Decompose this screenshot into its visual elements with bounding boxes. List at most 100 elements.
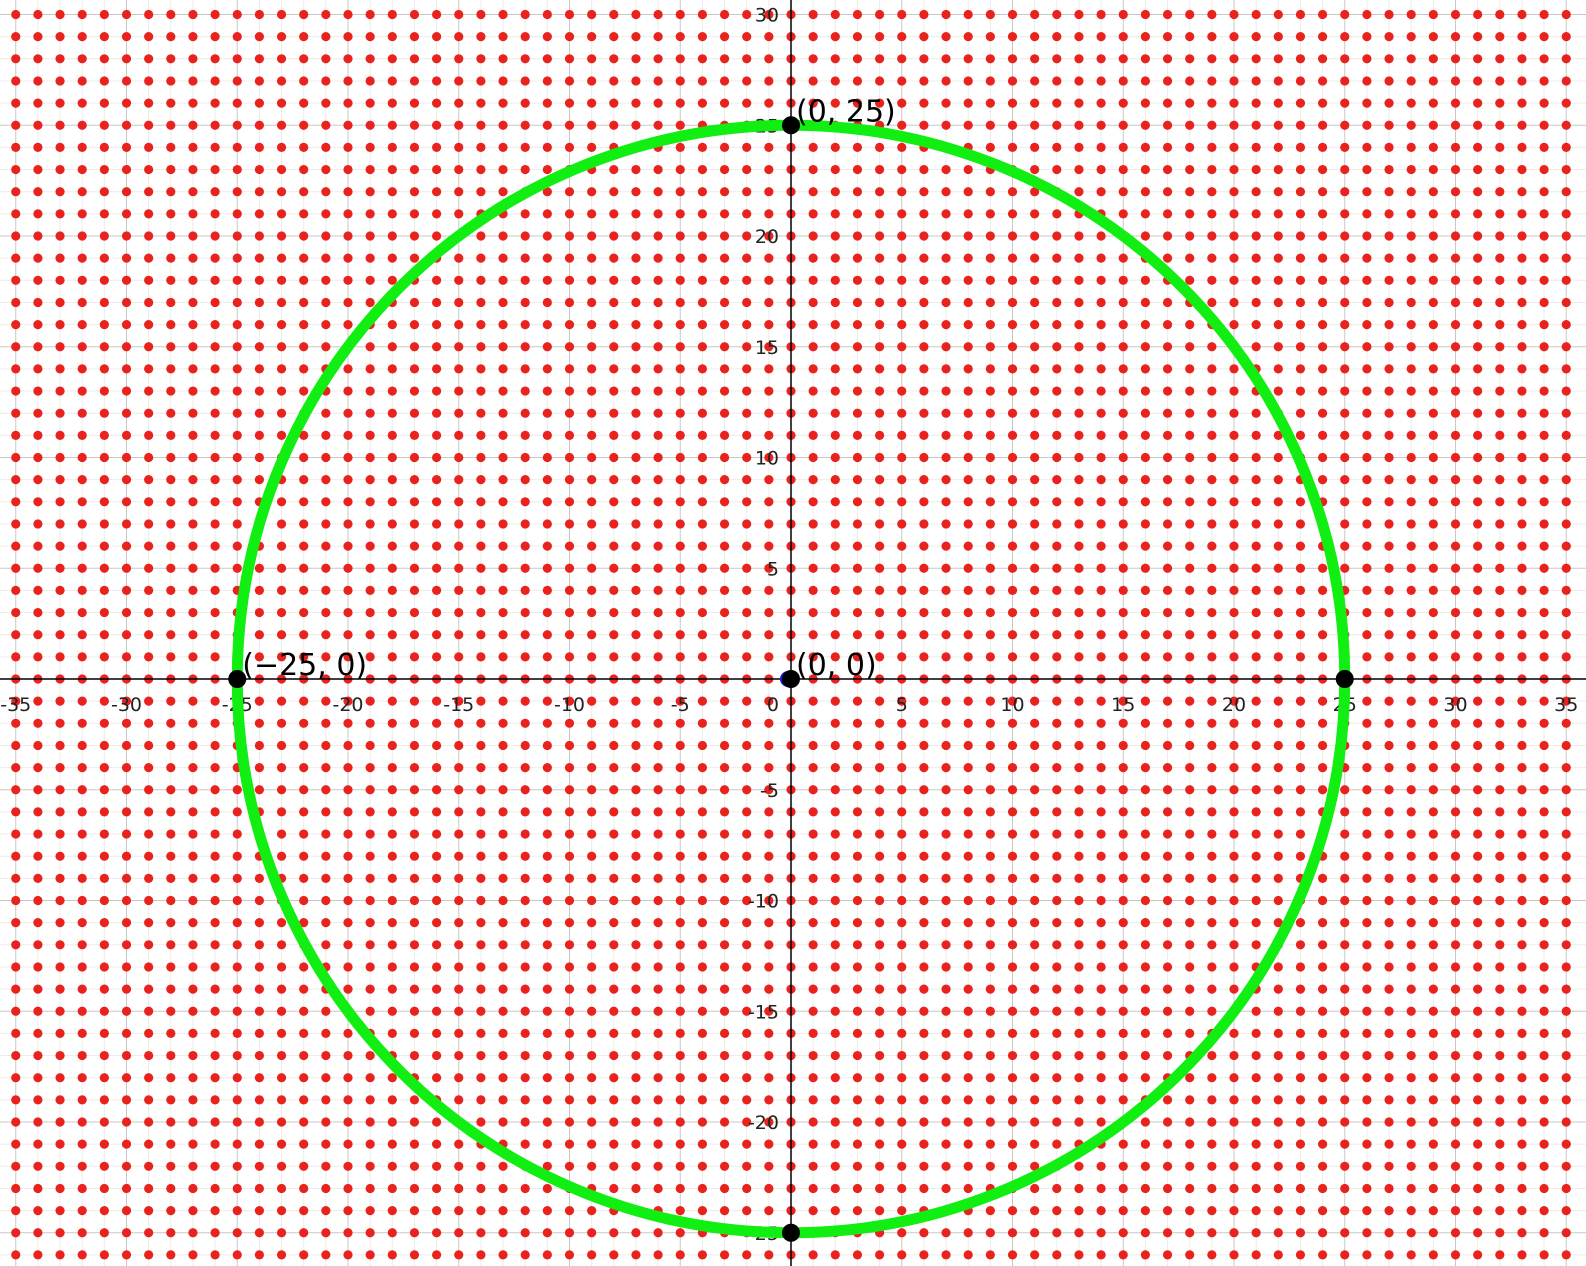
lattice-dot [520,962,530,972]
lattice-dot [1185,1206,1195,1216]
lattice-dot [897,231,907,241]
lattice-dot [697,630,708,640]
lattice-dot [210,851,220,861]
lattice-dot [609,984,619,994]
lattice-dot [941,54,951,64]
lattice-dot [1495,1250,1505,1260]
lattice-dot [343,851,353,861]
lattice-dot [1052,364,1062,374]
lattice-dot [719,718,730,728]
lattice-dot [1207,1073,1217,1083]
lattice-dot [1428,120,1438,130]
lattice-dot [343,718,353,728]
lattice-dot [1207,807,1217,817]
lattice-dot [99,652,109,662]
lattice-dot [653,918,663,928]
lattice-dot [653,1228,663,1238]
lattice-dot [1473,253,1483,263]
lattice-dot [742,718,752,728]
lattice-dot [675,231,685,241]
lattice-dot [1140,940,1150,950]
lattice-dot [653,275,663,285]
lattice-dot [232,1073,242,1083]
lattice-dot [1207,541,1217,551]
lattice-dot [1251,1006,1261,1016]
lattice-dot [1450,918,1461,928]
lattice-dot [1539,1206,1549,1216]
lattice-dot [830,1183,840,1194]
lattice-dot [1096,895,1106,906]
lattice-dot [498,785,508,795]
lattice-dot [985,120,995,130]
lattice-dot [1362,607,1372,618]
lattice-dot [1295,630,1306,640]
lattice-dot [1207,76,1217,86]
data-point [782,1223,800,1242]
lattice-dot [1450,275,1461,285]
lattice-dot [1450,1206,1461,1216]
lattice-dot [1318,452,1328,463]
lattice-dot [919,873,929,883]
lattice-dot [1162,142,1173,152]
lattice-dot [1384,275,1394,285]
lattice-dot [11,475,21,485]
lattice-dot [764,851,774,861]
lattice-dot [852,718,863,728]
lattice-dot [1096,1095,1106,1105]
lattice-dot [254,386,264,396]
lattice-dot [55,652,65,662]
lattice-dot [653,696,663,706]
lattice-dot [764,607,774,618]
lattice-dot [432,563,442,573]
lattice-dot [55,54,65,64]
lattice-dot [830,297,840,308]
lattice-dot [1384,652,1394,662]
lattice-dot [830,408,840,418]
lattice-dot [1384,519,1394,529]
lattice-dot [631,76,641,86]
lattice-dot [963,364,973,374]
lattice-dot [365,519,375,529]
lattice-dot [188,1028,198,1038]
lattice-dot [852,32,863,42]
lattice-dot [11,740,21,751]
lattice-dot [1162,785,1173,795]
lattice-dot [99,763,109,773]
lattice-dot [387,164,397,175]
lattice-dot [299,54,309,64]
lattice-dot [144,164,154,175]
lattice-dot [254,408,264,418]
lattice-dot [1251,763,1261,773]
lattice-dot [830,763,840,773]
lattice-dot [1428,231,1438,241]
lattice-dot [1428,630,1438,640]
lattice-dot [1251,1139,1261,1149]
lattice-dot [454,275,464,285]
lattice-dot [653,120,663,130]
lattice-dot [188,541,198,551]
lattice-dot [1473,829,1483,839]
lattice-dot [1384,209,1394,219]
lattice-dot [985,718,995,728]
lattice-dot [764,76,774,86]
lattice-dot [1384,1250,1394,1260]
lattice-dot [697,585,708,596]
lattice-dot [587,519,597,529]
lattice-dot [121,231,132,241]
lattice-dot [830,1117,840,1127]
lattice-dot [1052,962,1062,972]
lattice-dot [875,408,885,418]
lattice-dot [232,253,242,263]
lattice-dot [1118,541,1128,551]
lattice-dot [1340,1028,1350,1038]
lattice-dot [1229,253,1239,263]
lattice-dot [276,607,287,618]
lattice-dot [1229,187,1239,197]
lattice-dot [210,408,220,418]
lattice-dot [387,209,397,219]
lattice-dot [1428,32,1438,42]
lattice-dot [55,895,65,906]
lattice-dot [1539,829,1549,839]
lattice-dot [33,386,43,396]
lattice-dot [99,1228,109,1238]
